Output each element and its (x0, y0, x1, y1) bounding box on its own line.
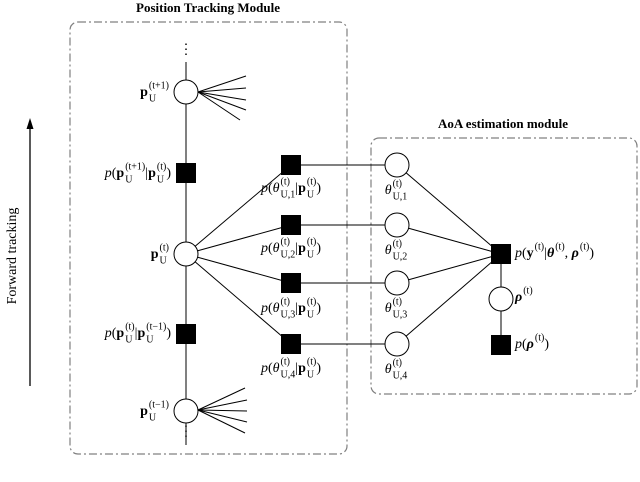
variable-node-theta-2 (384, 212, 410, 238)
aoa-module-box (370, 137, 638, 395)
factor-transition-lower (176, 324, 196, 344)
variable-node-theta-1 (384, 152, 410, 178)
fan-line (197, 409, 248, 423)
factor-likelihood (491, 244, 511, 264)
variable-node-p-t (173, 241, 199, 267)
label-theta-1: θ(t)U,1 (384, 178, 408, 202)
label-likelihood: p(y(t) |θ(t) , ρ(t) ) (515, 241, 595, 262)
factor-rho-prior (491, 335, 511, 355)
fan-line (197, 409, 248, 412)
edge (396, 224, 502, 255)
label-factor-theta-4: p(θ(t)U,4|p(t)U) (260, 356, 322, 380)
variable-node-p-t-minus-1 (173, 398, 199, 424)
factor-theta-4 (281, 334, 301, 354)
aoa-module-title: AoA estimation module (438, 116, 568, 131)
fan-line (197, 87, 247, 93)
label-factor-theta-2: p(θ(t)U,2|p(t)U) (260, 236, 322, 260)
factor-theta-1 (281, 155, 301, 175)
label-rho: ρ(t) (515, 285, 533, 306)
label-rho-prior: p(ρ(t) ) (515, 332, 550, 353)
variable-node-rho (488, 286, 514, 312)
label-p-t: p(t)U (150, 242, 169, 266)
edge (185, 253, 292, 345)
label-theta-2: θ(t)U,2 (384, 238, 408, 262)
label-theta-3: θ(t)U,3 (384, 296, 408, 320)
edge (396, 253, 502, 345)
edge (396, 164, 502, 255)
forward-arrowhead (26, 118, 34, 129)
fan-line (197, 409, 246, 434)
fan-line (197, 91, 241, 121)
variable-node-theta-3 (384, 270, 410, 296)
vdots-top: ⋮ (179, 42, 193, 58)
edge (396, 253, 502, 284)
variable-node-theta-4 (384, 331, 410, 357)
label-theta-4: θ(t)U,4 (384, 357, 408, 381)
edge (185, 253, 292, 284)
position-tracking-title: Position Tracking Module (136, 0, 280, 15)
fan-line (197, 387, 246, 411)
label-transition-upper: p(p(t+1)U|p(t)U) (104, 161, 171, 185)
factor-theta-2 (281, 215, 301, 235)
variable-node-p-t-plus-1 (173, 79, 199, 105)
fan-line (197, 91, 247, 101)
fan-line (197, 91, 247, 111)
forward-tracking-label: Forward tracking (5, 207, 20, 305)
edge (185, 224, 292, 255)
label-p-t-minus-1: p(t−1)U (140, 399, 169, 423)
edge (185, 164, 292, 255)
position-tracking-module-box (69, 21, 348, 455)
label-transition-lower: p(p(t)U|p(t−1)U) (104, 321, 171, 345)
fan-line (197, 399, 248, 411)
vdots-bottom: ⋮ (179, 424, 193, 440)
factor-theta-3 (281, 273, 301, 293)
label-factor-theta-1: p(θ(t)U,1|p(t)U) (260, 176, 322, 200)
fan-line (197, 75, 247, 93)
label-factor-theta-3: p(θ(t)U,3|p(t)U) (260, 296, 322, 320)
label-p-t-plus-1: p(t+1)U (140, 80, 169, 104)
factor-transition-upper (176, 163, 196, 183)
